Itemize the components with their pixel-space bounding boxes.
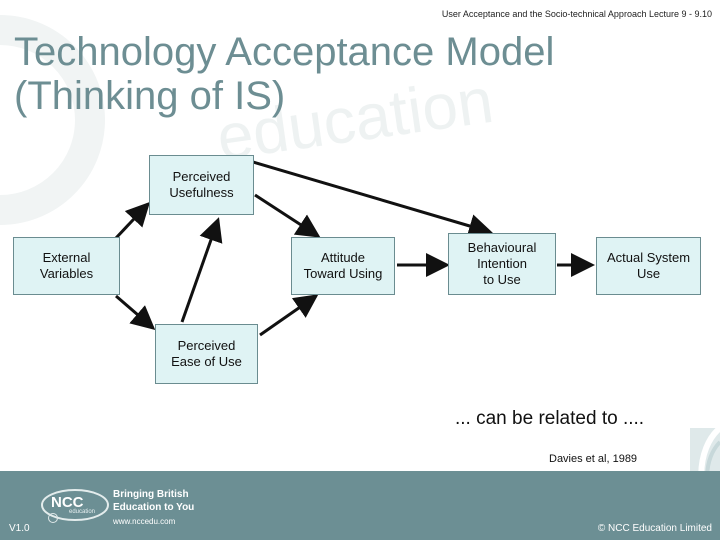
globe-icon (48, 513, 58, 523)
lecture-header: User Acceptance and the Socio-technical … (441, 9, 712, 19)
ncc-logo-subtitle: education (69, 509, 96, 515)
tagline-line-1: Bringing British (113, 489, 189, 500)
title-line-2: (Thinking of IS) (14, 74, 286, 118)
title-line-1: Technology Acceptance Model (14, 30, 555, 74)
copyright-notice: © NCC Education Limited (597, 523, 712, 534)
node-external-variables: External Variables (13, 237, 120, 295)
tagline-line-2: Education to You (113, 502, 195, 513)
node-actual-system-use: Actual System Use (596, 237, 701, 295)
caption: ... can be related to .... (455, 408, 645, 429)
ncc-logo-ring-icon (41, 489, 109, 521)
footer-bar (0, 471, 720, 540)
node-behavioural-intention: Behavioural Intention to Use (448, 233, 556, 295)
website-link[interactable]: www.nccedu.com (113, 517, 176, 526)
node-attitude-toward-using: Attitude Toward Using (291, 237, 395, 295)
ncc-logo: NCC (51, 494, 84, 511)
version-label: V1.0 (9, 523, 30, 534)
citation: Davies et al, 1989 (549, 453, 638, 465)
node-perceived-ease-of-use: Perceived Ease of Use (155, 324, 258, 384)
page-title: Technology Acceptance Model (Thinking of… (14, 30, 554, 118)
node-perceived-usefulness: Perceived Usefulness (149, 155, 254, 215)
